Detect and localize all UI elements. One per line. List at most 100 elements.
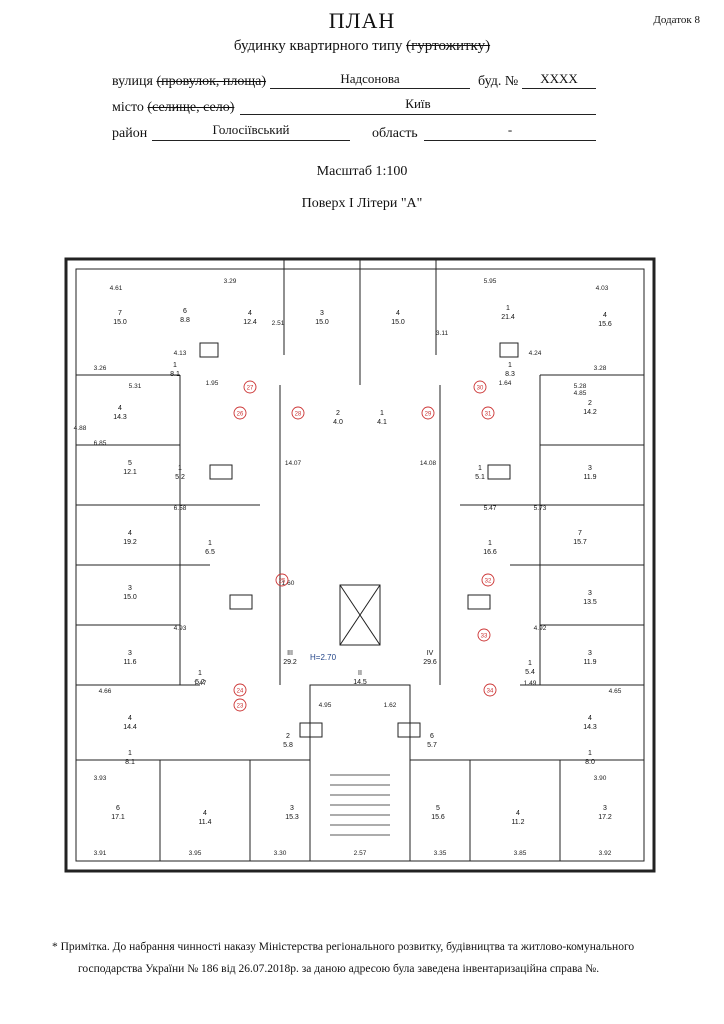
fixture — [487, 464, 511, 480]
city-underline — [240, 114, 596, 115]
stair-flight — [330, 774, 390, 836]
dimension-label: 5.47 — [484, 505, 497, 512]
room-number: 3 — [290, 805, 294, 812]
height-mark: H=2.70 — [310, 653, 337, 662]
city-label: місто (селище, село) — [112, 100, 234, 116]
page-title: ПЛАН — [328, 8, 396, 33]
fixture — [467, 594, 491, 610]
room-number: 2 — [336, 410, 340, 417]
street-label-prefix: вулиця — [112, 74, 157, 89]
room-area: 8.1 — [170, 371, 180, 378]
room-area: 15.6 — [431, 814, 445, 821]
room-area: 5.1 — [475, 474, 485, 481]
room-number: 3 — [588, 465, 592, 472]
marker-circle — [275, 573, 289, 587]
room-number: 1 — [128, 750, 132, 757]
building-underline — [522, 88, 596, 89]
room-area: 15.6 — [598, 321, 612, 328]
room-area: 11.9 — [583, 474, 596, 481]
footnote-line-1: * Примітка. До набрання чинності наказу … — [52, 941, 635, 953]
marker-label: 34 — [487, 689, 494, 695]
room-area: 15.0 — [315, 319, 329, 326]
dimension-label: 4.65 — [609, 688, 622, 695]
room-number: 4 — [128, 715, 132, 722]
room-number: 6 — [116, 805, 120, 812]
dimension-label: 3.29 — [224, 278, 237, 285]
street-value: Надсонова — [340, 71, 400, 86]
marker-label: 33 — [481, 634, 488, 640]
stair-hall — [309, 684, 411, 862]
city-value: Київ — [405, 96, 431, 111]
scale-label: Масштаб 1:100 — [316, 164, 408, 179]
elevator-cross — [339, 584, 381, 646]
dimension-label: 4.88 — [74, 425, 87, 432]
marker-label: 31 — [485, 412, 492, 418]
room-number: 1 — [173, 362, 177, 369]
dimension-label: 4.03 — [596, 285, 609, 292]
region-value: - — [507, 122, 513, 137]
room-area: 14.5 — [353, 679, 367, 686]
room-number: 5 — [128, 460, 132, 467]
room-number: 3 — [603, 805, 607, 812]
district-underline — [152, 140, 350, 141]
room-number: 1 — [488, 540, 492, 547]
fixture — [209, 464, 233, 480]
district-label: район — [112, 126, 148, 141]
dimension-label: 3.35 — [434, 850, 447, 857]
footnote: * Примітка. До набрання чинності наказу … — [52, 936, 702, 980]
marker-circle — [481, 573, 495, 587]
room-area: 13.5 — [583, 599, 597, 606]
room-area: 11.2 — [511, 819, 524, 826]
room-area: 15.7 — [573, 539, 587, 546]
dimension-label: 3.95 — [189, 850, 202, 857]
elevator-shaft — [339, 584, 381, 646]
dimension-label: 4.61 — [110, 285, 123, 292]
floor-label: Поверх I Літери "А" — [301, 196, 423, 211]
room-area: 15.0 — [123, 594, 137, 601]
room-area: 4.1 — [377, 419, 387, 426]
room-number: 4 — [128, 530, 132, 537]
dimension-label: 1.62 — [384, 702, 397, 709]
room-number: 3 — [588, 590, 592, 597]
marker-circle — [233, 683, 247, 697]
dimension-label: 3.30 — [274, 850, 287, 857]
dimension-label: 4.85 — [574, 390, 587, 397]
room-area: 14.2 — [583, 409, 597, 416]
dimension-label: 5.73 — [534, 505, 547, 512]
dimension-label: 3.92 — [599, 850, 612, 857]
marker-label: 27 — [247, 386, 254, 392]
dimension-label: 3.91 — [94, 850, 107, 857]
region-label: область — [372, 126, 418, 141]
dimension-label: 2.57 — [354, 850, 367, 857]
dimension-label: 14.08 — [420, 460, 437, 467]
region-underline — [424, 140, 596, 141]
marker-label: 30 — [477, 386, 484, 392]
room-number: 1 — [478, 465, 482, 472]
dimension-label: 5.31 — [129, 383, 142, 390]
room-area: 8.1 — [125, 759, 135, 766]
dimension-label: 4.24 — [529, 350, 542, 357]
dimension-label: 1.60 — [282, 580, 295, 587]
dimension-label: 4.92 — [534, 625, 547, 632]
room-number: 1 — [380, 410, 384, 417]
dimension-label: 4.93 — [174, 625, 187, 632]
room-area: 17.1 — [111, 814, 125, 821]
dimension-label: 1.47 — [194, 680, 207, 687]
room-area: 14.4 — [123, 724, 137, 731]
district-value: Голосіївський — [212, 122, 290, 137]
dimension-label: 4.95 — [319, 702, 332, 709]
dimension-label: 3.11 — [436, 330, 449, 337]
dimension-label: 4.66 — [99, 688, 112, 695]
room-area: 5.7 — [427, 742, 437, 749]
dimension-label: 5.28 — [574, 383, 587, 390]
marker-circle — [477, 628, 491, 642]
room-number: IV — [427, 650, 434, 657]
room-number: 3 — [320, 310, 324, 317]
marker-circle — [481, 406, 495, 420]
room-number: 1 — [528, 660, 532, 667]
dimension-label: 3.90 — [594, 775, 607, 782]
room-area: 6.5 — [205, 549, 215, 556]
room-area: 12.1 — [123, 469, 137, 476]
fixture — [199, 342, 219, 358]
